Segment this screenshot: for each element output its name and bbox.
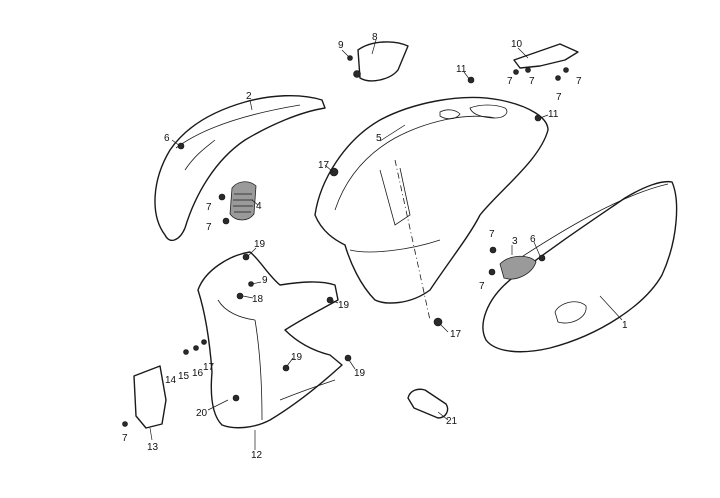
callout-13: 13	[147, 442, 159, 453]
callout-11b: 11	[548, 109, 559, 120]
callout-14: 14	[165, 375, 177, 386]
callout-16: 16	[192, 368, 204, 379]
callout-7b: 7	[206, 222, 212, 233]
callout-17c: 17	[450, 329, 462, 340]
callout-10: 10	[511, 39, 523, 50]
callout-7e: 7	[556, 92, 562, 103]
callout-15: 15	[178, 371, 190, 382]
left-side-cover-part-2	[154, 94, 326, 242]
callout-7g: 7	[489, 229, 495, 240]
small-top-cover-part-8	[357, 41, 409, 82]
callout-8: 8	[372, 32, 378, 43]
callout-7c: 7	[507, 76, 513, 87]
callout-5: 5	[376, 133, 382, 144]
callout-4: 4	[256, 201, 262, 212]
leader-lines	[149, 39, 623, 450]
right-side-cover-part-1	[482, 180, 678, 353]
callout-12: 12	[251, 450, 263, 461]
storage-box-part-5	[314, 96, 549, 321]
callout-1: 1	[622, 320, 628, 331]
callout-17b: 17	[318, 160, 330, 171]
callout-7h: 7	[479, 281, 485, 292]
callout-17a: 17	[203, 362, 215, 373]
callout-19d: 19	[354, 368, 366, 379]
callout-11a: 11	[456, 64, 467, 75]
front-lower-cover-part-12	[197, 251, 343, 429]
callout-19b: 19	[338, 300, 350, 311]
callout-9a: 9	[338, 40, 344, 51]
left-grille-part-4	[229, 181, 257, 221]
callout-7f: 7	[576, 76, 582, 87]
callout-21: 21	[446, 416, 458, 427]
callout-18: 18	[252, 294, 264, 305]
bracket-part-10	[513, 43, 579, 69]
callout-7a: 7	[206, 202, 212, 213]
callout-19a: 19	[254, 239, 266, 250]
callout-7i: 7	[122, 433, 128, 444]
callout-2: 2	[246, 91, 252, 102]
grip-part-21	[407, 388, 449, 419]
right-grille-part-3	[499, 255, 537, 280]
callout-9b: 9	[262, 275, 268, 286]
callout-20: 20	[196, 408, 208, 419]
small-panel-part-13	[133, 365, 167, 429]
callout-6a: 6	[164, 133, 170, 144]
callout-6b: 6	[530, 234, 536, 245]
callout-3: 3	[512, 236, 518, 247]
callout-19c: 19	[291, 352, 303, 363]
callout-7d: 7	[529, 76, 535, 87]
callout-labels: 1 2 3 4 5 6 6 7 7 7 7 7 7 7 7 7 8 9 9 10…	[122, 32, 628, 461]
